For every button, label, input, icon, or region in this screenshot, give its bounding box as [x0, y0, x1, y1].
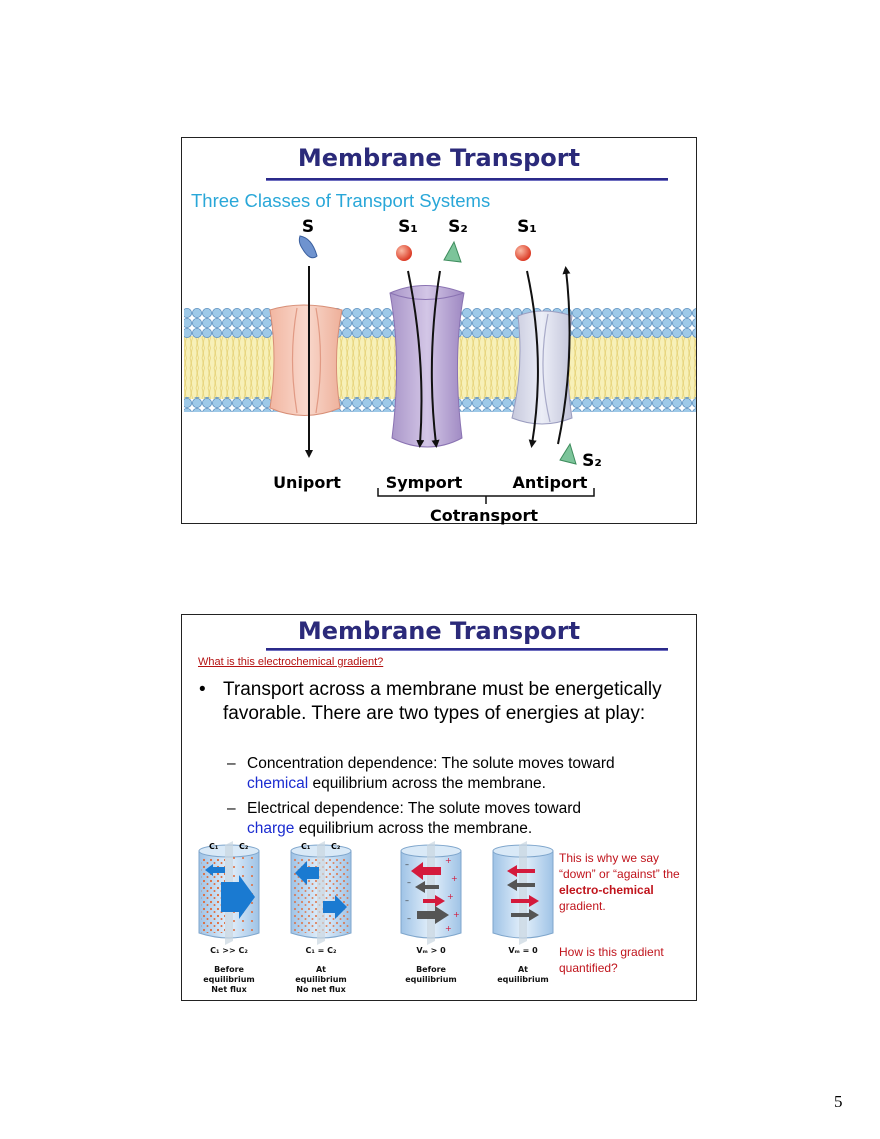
cylinder-charge-before: +++++ –––– [400, 841, 462, 945]
note1-part-c: gradient. [559, 899, 606, 913]
cyl4-caption2: equilibrium [497, 975, 549, 984]
solute-s2-antiport-icon [559, 442, 577, 465]
label-symport: Symport [386, 473, 463, 492]
slide2-title: Membrane Transport [297, 617, 581, 645]
cyl3-condition: Vₘ > 0 [416, 946, 446, 955]
arrow-red-left-2-icon [507, 865, 535, 877]
cyl1-caption2: equilibrium [203, 975, 255, 984]
solute-s-icon [298, 235, 318, 259]
cyl1-caption1: Before [214, 965, 244, 974]
arrow-grey-right-2-icon [511, 909, 539, 921]
arrow-right-large-icon [221, 875, 255, 919]
sub1-suffix: equilibrium across the membrane. [308, 775, 546, 792]
uniport-protein [269, 304, 343, 416]
cyl2-c1: C₁ [301, 842, 311, 851]
cyl2-condition: C₁ = C₂ [305, 946, 337, 955]
cyl3-caption1: Before [416, 965, 446, 974]
cyl2-caption1: At [316, 965, 326, 974]
svg-text:+: + [447, 892, 454, 901]
arrow-red-right-icon [423, 895, 445, 907]
sub1-highlight: chemical [247, 775, 309, 792]
svg-text:+: + [451, 874, 458, 883]
sub2-suffix: equilibrium across the membrane. [294, 820, 533, 837]
arrow-red-left-icon [411, 862, 441, 880]
cylinder-concentration-equilibrium [290, 841, 352, 945]
transport-diagram: S S₁ S₂ S₁ S₂ Uniport Symport Antiport C… [184, 217, 696, 525]
svg-text:–: – [407, 878, 411, 887]
label-cotransport: Cotransport [430, 506, 538, 525]
cotransport-bracket [377, 488, 595, 504]
arrow-red-right-2-icon [511, 895, 539, 907]
arrow-left-icon [295, 861, 319, 885]
label-s2-antiport: S₂ [582, 451, 602, 471]
solute-s1-antiport-icon [515, 245, 531, 261]
note1-bold: electro-chemical [559, 883, 654, 897]
label-uniport: Uniport [273, 473, 341, 492]
symport-protein [389, 285, 465, 448]
cylinder-concentration-before [198, 841, 260, 945]
solute-s2-symport-icon [443, 240, 462, 263]
note1-part-a: This is why we say “down” or “against” t… [559, 851, 680, 881]
svg-text:–: – [405, 896, 409, 905]
cyl2-c2: C₂ [331, 842, 341, 851]
antiport-arrow-down [526, 270, 539, 448]
sub2-highlight: charge [247, 820, 295, 837]
cyl1-c2: C₂ [239, 842, 249, 851]
slide-transport-classes: Membrane Transport Three Classes of Tran… [181, 137, 697, 525]
bullet-text: Transport across a membrane must be ener… [223, 679, 662, 724]
page-number: 5 [834, 1092, 843, 1111]
arrow-left-small-icon [205, 864, 225, 876]
title-underline [266, 648, 668, 651]
slide-electrochemical-gradient: Membrane Transport What is this electroc… [181, 614, 697, 1001]
antiport-protein [511, 310, 573, 425]
arrow-grey-right-icon [417, 906, 449, 924]
symport-arrow-left [407, 270, 425, 448]
label-s1-symport: S₁ [398, 217, 418, 237]
arrow-grey-left-2-icon [507, 879, 535, 891]
label-antiport: Antiport [513, 473, 588, 492]
bullet-dot: • [199, 679, 206, 700]
cyl2-caption3: No net flux [296, 985, 346, 994]
solute-s1-symport-icon [396, 245, 412, 261]
cyl4-caption1: At [518, 965, 528, 974]
sub1-prefix: Concentration dependence: The solute mov… [247, 755, 615, 772]
arrow-grey-left-icon [415, 881, 439, 893]
arrow-right-icon [323, 895, 347, 919]
svg-text:+: + [445, 924, 452, 933]
title-underline [266, 178, 668, 181]
cyl4-condition: Vₘ = 0 [508, 946, 538, 955]
svg-text:–: – [407, 914, 411, 923]
cyl3-caption2: equilibrium [405, 975, 457, 984]
slide1-subtitle: Three Classes of Transport Systems [191, 190, 491, 211]
cyl1-condition: C₁ >> C₂ [210, 946, 248, 955]
cylinder-charge-equilibrium [492, 841, 554, 945]
svg-text:+: + [453, 910, 460, 919]
antiport-arrow-up [557, 266, 571, 445]
gradient-figure: +++++ –––– C₁ C₂ C₁ C₂ C₁ >> C₂ C₁ = C₂ [198, 841, 554, 994]
gradient-question-link[interactable]: What is this electrochemical gradient? [198, 656, 384, 668]
electrochemical-note: This is why we say “down” or “against” t… [559, 850, 694, 914]
label-s2-symport: S₂ [448, 217, 468, 237]
sub2-prefix: Electrical dependence: The solute moves … [247, 800, 582, 817]
cyl2-caption2: equilibrium [295, 975, 347, 984]
svg-text:+: + [445, 856, 452, 865]
svg-text:–: – [405, 860, 409, 869]
cyl1-c1: C₁ [209, 842, 219, 851]
symport-arrow-right [430, 270, 441, 448]
label-s1-antiport: S₁ [517, 217, 537, 237]
slide1-title: Membrane Transport [297, 144, 581, 172]
cyl1-caption3: Net flux [211, 985, 247, 994]
quantified-note: How is this gradient quantified? [559, 945, 664, 975]
label-s: S [302, 217, 314, 237]
